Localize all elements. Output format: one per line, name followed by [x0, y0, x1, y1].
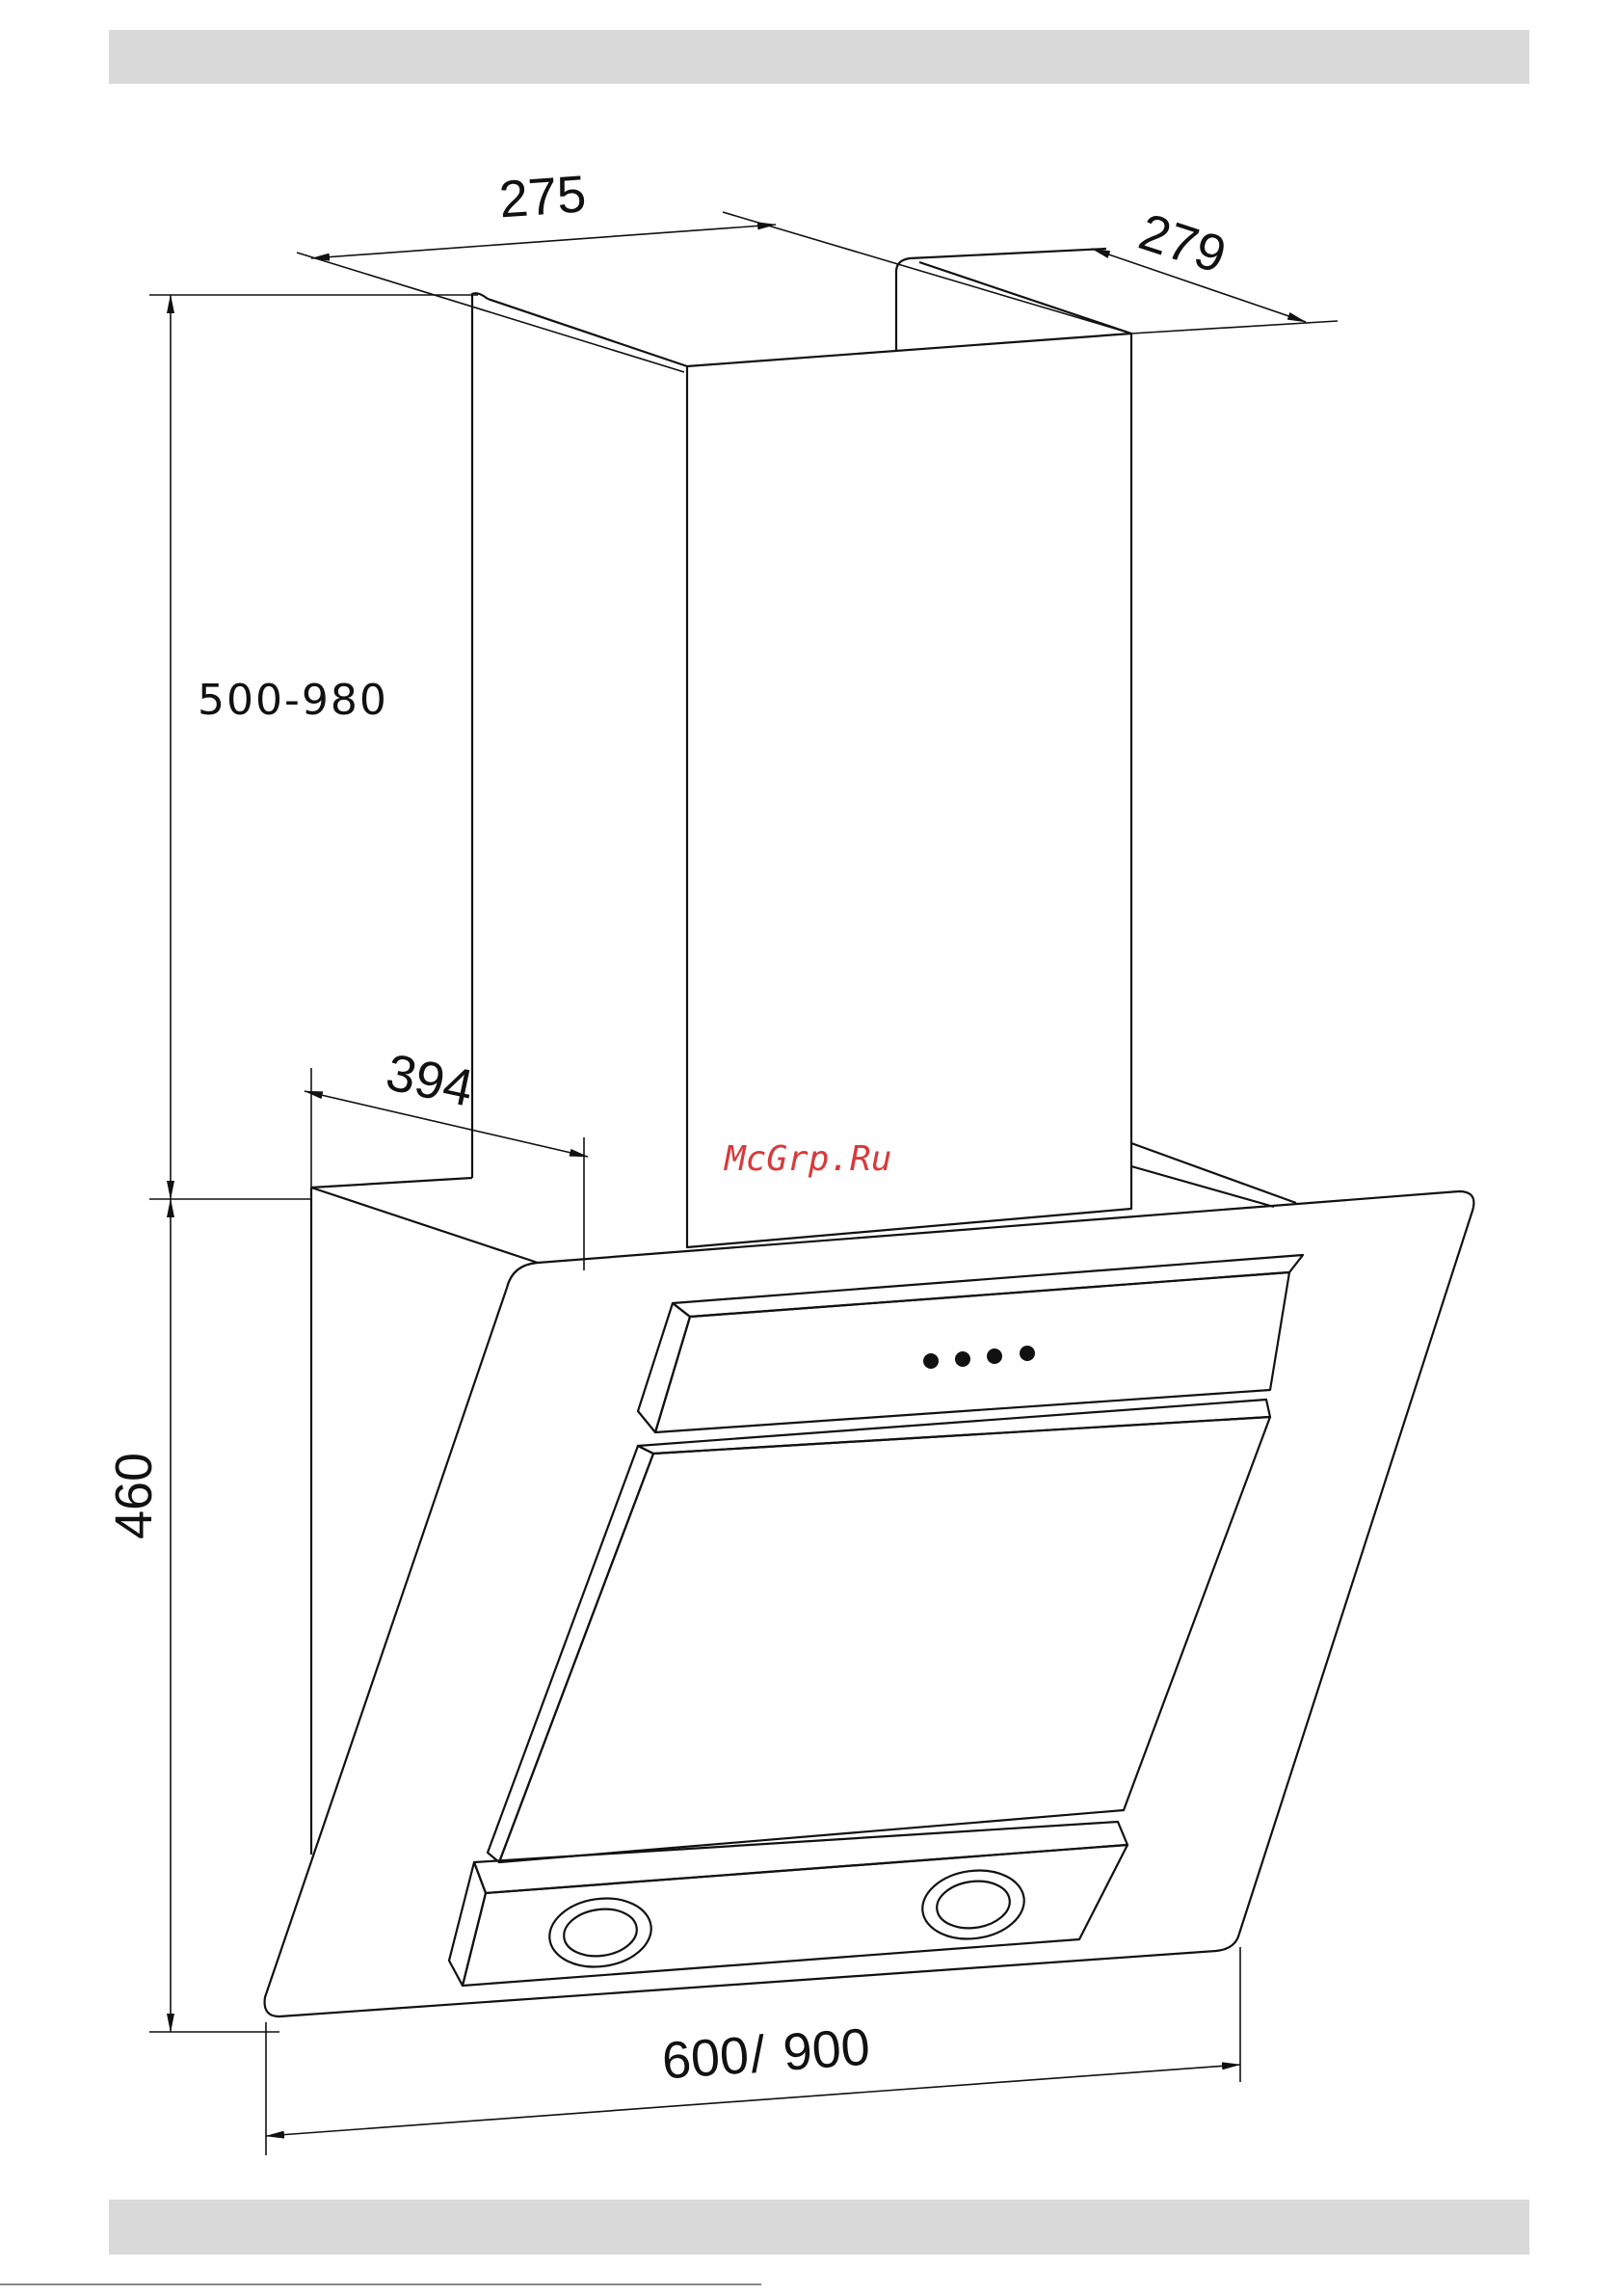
light-strip-top [474, 1822, 1127, 1893]
dim-275-label: 275 [497, 165, 588, 228]
dim-275-extension-right [723, 212, 1131, 334]
hood-top-left-edge [311, 1188, 538, 1263]
chimney [472, 249, 1131, 1247]
glass-panel [265, 1191, 1474, 2016]
dim-279-label: 279 [1132, 202, 1233, 284]
dim-394-label: 394 [382, 1043, 479, 1117]
hood-body [311, 1143, 1296, 1855]
control-panel-side [638, 1303, 690, 1432]
filter-panel-front [499, 1417, 1270, 1862]
dim-460-label: 460 [105, 1453, 163, 1539]
chimney-top-right-edge [919, 262, 1131, 334]
lamp-right-inner-icon [934, 1877, 1013, 1933]
light-strip-side [449, 1862, 486, 1986]
dim-394: 394 [305, 1043, 588, 1270]
dim-width-separator: / [749, 2025, 767, 2084]
glass-panel-outline [265, 1191, 1474, 2016]
dim-275-extension-left [297, 253, 684, 372]
dim-500-980-label: 500-980 [198, 676, 388, 725]
dim-900-label: 900 [782, 2018, 872, 2082]
chimney-back-left-edge [472, 293, 488, 1178]
filter-panel-side-edge [488, 1446, 653, 1862]
dim-275-line [311, 225, 776, 258]
chimney-top-left-edge [488, 299, 687, 366]
filter-panel [488, 1400, 1270, 1862]
dim-279: 279 [1092, 202, 1338, 334]
light-strip [449, 1822, 1127, 1986]
watermark: McGrp.Ru [723, 1139, 891, 1179]
dim-600-label: 600 [660, 2026, 751, 2090]
dim-460: 460 [105, 1199, 279, 2032]
lamp-left-inner-icon [561, 1905, 640, 1961]
chimney-front-face [687, 334, 1131, 1247]
control-panel [638, 1255, 1303, 1432]
button-2-icon [955, 1351, 970, 1367]
lamp-right-outer-icon [918, 1864, 1029, 1945]
dim-279-extension [1131, 321, 1338, 334]
hood-top-back-edge [311, 1178, 472, 1188]
control-panel-top [673, 1255, 1303, 1317]
button-4-icon [1020, 1346, 1035, 1361]
dim-275: 275 [297, 165, 1131, 372]
dim-600-900: 600 / 900 [266, 1947, 1240, 2155]
button-1-icon [923, 1353, 939, 1369]
lamp-left-outer-icon [545, 1892, 656, 1973]
button-3-icon [987, 1348, 1002, 1364]
